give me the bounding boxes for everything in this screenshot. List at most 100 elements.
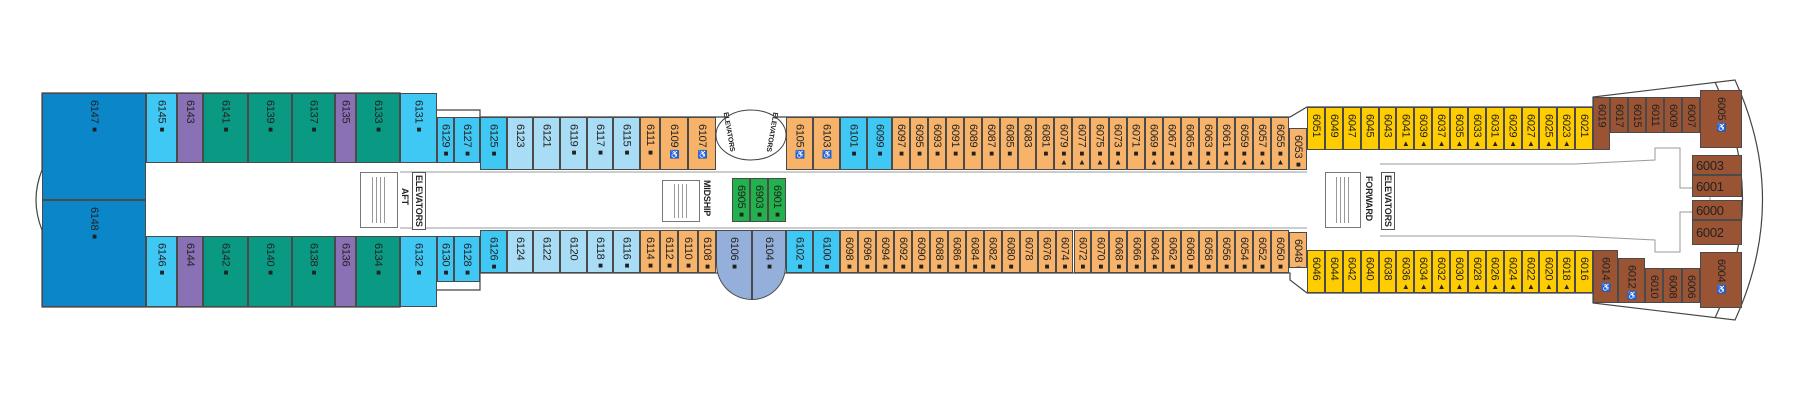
cabin-6006[interactable]: 6006 <box>1681 268 1700 303</box>
cabin-6050[interactable]: 6050■▲ <box>1271 230 1290 273</box>
cabin-6141[interactable]: 6141■ <box>203 93 248 163</box>
cabin-6138[interactable]: 6138■ <box>292 236 335 307</box>
cabin-6076[interactable]: 6076■ <box>1037 230 1056 273</box>
cabin-6085[interactable]: 6085■ <box>1000 117 1019 170</box>
cabin-6017[interactable]: 6017 <box>1610 97 1628 133</box>
cabin-6088[interactable]: 6088■ <box>929 230 948 273</box>
cabin-6052[interactable]: 6052■▲ <box>1253 230 1272 273</box>
cabin-6002[interactable]: 6002 <box>1692 220 1742 245</box>
cabin-6057[interactable]: 6057■▲ <box>1252 117 1271 170</box>
cabin-6105[interactable]: 6105♿ <box>786 117 813 170</box>
cabin-6000[interactable]: 6000 <box>1692 200 1742 220</box>
cabin-6090[interactable]: 6090■ <box>911 230 930 273</box>
cabin-6099[interactable]: 6099■ <box>867 117 892 170</box>
cabin-6144[interactable]: 6144 <box>177 236 203 307</box>
cabin-6010[interactable]: 6010 <box>1645 268 1664 303</box>
cabin-6097[interactable]: 6097■ <box>892 117 911 170</box>
cabin-6078[interactable]: 6078 <box>1019 230 1038 273</box>
cabin-6044[interactable]: 6044 <box>1324 250 1343 293</box>
cabin-6142[interactable]: 6142■ <box>203 236 248 307</box>
cabin-6023[interactable]: 6023▲ <box>1557 107 1576 150</box>
cabin-6063[interactable]: 6063■▲ <box>1198 117 1217 170</box>
cabin-6018[interactable]: 6018▲ <box>1557 250 1576 293</box>
cabin-6003[interactable]: 6003 <box>1692 155 1742 175</box>
cabin-6139[interactable]: 6139■ <box>248 93 292 163</box>
cabin-6098[interactable]: 6098■ <box>840 230 858 273</box>
cabin-6109[interactable]: 6109♿ <box>660 117 688 170</box>
cabin-6054[interactable]: 6054■▲ <box>1235 230 1254 273</box>
cabin-6030[interactable]: 6030▲ <box>1450 250 1468 293</box>
cabin-6036[interactable]: 6036▲ <box>1396 250 1415 293</box>
cabin-6071[interactable]: 6071■ <box>1126 117 1145 170</box>
cabin-6074[interactable]: 6074■▲ <box>1055 230 1074 273</box>
cabin-6903[interactable]: 6903■ <box>750 178 768 222</box>
cabin-6039[interactable]: 6039▲ <box>1414 107 1433 150</box>
cabin-6060[interactable]: 6060■▲ <box>1181 230 1200 273</box>
cabin-6080[interactable]: 6080■ <box>1001 230 1020 273</box>
cabin-6048[interactable]: 6048■ <box>1289 232 1307 268</box>
cabin-6066[interactable]: 6066■ <box>1127 230 1146 273</box>
cabin-6146[interactable]: 6146■ <box>146 236 177 307</box>
cabin-6032[interactable]: 6032▲ <box>1432 250 1450 293</box>
cabin-6092[interactable]: 6092■ <box>893 230 912 273</box>
cabin-6127[interactable]: 6127■ <box>454 117 480 163</box>
cabin-6069[interactable]: 6069■▲ <box>1144 117 1163 170</box>
cabin-6107[interactable]: 6107♿ <box>688 117 716 170</box>
cabin-6053[interactable]: 6053■ <box>1288 128 1307 170</box>
cabin-6103[interactable]: 6103♿ <box>813 117 840 170</box>
cabin-6015[interactable]: 6015 <box>1628 97 1646 133</box>
cabin-6051[interactable]: 6051 <box>1307 107 1325 150</box>
cabin-6007[interactable]: 6007 <box>1682 97 1700 133</box>
cabin-6001[interactable]: 6001 <box>1692 175 1742 197</box>
cabin-6120[interactable]: 6120 <box>560 230 587 273</box>
cabin-6016[interactable]: 6016 <box>1575 250 1593 293</box>
cabin-6096[interactable]: 6096■ <box>857 230 876 273</box>
cabin-6116[interactable]: 6116■ <box>613 230 640 273</box>
cabin-6126[interactable]: 6126■ <box>480 230 507 273</box>
cabin-6145[interactable]: 6145■ <box>146 93 177 163</box>
cabin-6094[interactable]: 6094■ <box>875 230 894 273</box>
cabin-6121[interactable]: 6121 <box>533 117 560 170</box>
cabin-6091[interactable]: 6091■ <box>946 117 965 170</box>
cabin-6067[interactable]: 6067■▲ <box>1162 117 1181 170</box>
cabin-6019[interactable]: 6019 <box>1593 97 1610 150</box>
cabin-6137[interactable]: 6137■ <box>292 93 335 163</box>
cabin-6111[interactable]: 6111■ <box>640 117 660 170</box>
cabin-6004[interactable]: 6004♿ <box>1700 252 1742 308</box>
cabin-6101[interactable]: 6101■ <box>840 117 867 170</box>
cabin-6042[interactable]: 6042 <box>1342 250 1361 293</box>
cabin-6083[interactable]: 6083 <box>1018 117 1037 170</box>
cabin-6055[interactable]: 6055■▲ <box>1270 117 1289 170</box>
cabin-6043[interactable]: 6043 <box>1378 107 1397 150</box>
cabin-6075[interactable]: 6075■▲ <box>1090 117 1109 170</box>
cabin-6102[interactable]: 6102■ <box>786 230 813 273</box>
cabin-6021[interactable]: 6021 <box>1575 107 1593 150</box>
cabin-6049[interactable]: 6049 <box>1324 107 1343 150</box>
cabin-6131[interactable]: 6131■ <box>400 93 437 163</box>
cabin-6077[interactable]: 6077■▲ <box>1072 117 1091 170</box>
cabin-6136[interactable]: 6136 <box>335 236 356 307</box>
cabin-6095[interactable]: 6095■ <box>910 117 929 170</box>
cabin-6070[interactable]: 6070■▲ <box>1091 230 1110 273</box>
cabin-6124[interactable]: 6124 <box>507 230 533 273</box>
cabin-6108[interactable]: 6108■ <box>698 230 716 273</box>
cabin-6028[interactable]: 6028▲ <box>1467 250 1486 293</box>
cabin-6093[interactable]: 6093■ <box>928 117 947 170</box>
cabin-6130[interactable]: 6130■ <box>437 236 454 282</box>
cabin-6056[interactable]: 6056■▲ <box>1217 230 1236 273</box>
cabin-6129[interactable]: 6129■ <box>437 117 454 163</box>
cabin-6046[interactable]: 6046 <box>1307 250 1325 293</box>
cabin-6140[interactable]: 6140■ <box>248 236 292 307</box>
cabin-6125[interactable]: 6125■ <box>480 117 507 170</box>
cabin-6100[interactable]: 6100■ <box>813 230 840 273</box>
cabin-6047[interactable]: 6047 <box>1342 107 1361 150</box>
cabin-6110[interactable]: 6110■ <box>678 230 698 273</box>
cabin-6128[interactable]: 6128■ <box>454 236 480 282</box>
cabin-6118[interactable]: 6118■ <box>587 230 613 273</box>
cabin-6062[interactable]: 6062■▲ <box>1163 230 1182 273</box>
cabin-6011[interactable]: 6011 <box>1646 97 1664 133</box>
cabin-6025[interactable]: 6025▲ <box>1539 107 1558 150</box>
cabin-6022[interactable]: 6022▲ <box>1521 250 1540 293</box>
cabin-6009[interactable]: 6009● <box>1664 97 1682 133</box>
cabin-6143[interactable]: 6143 <box>177 93 203 163</box>
